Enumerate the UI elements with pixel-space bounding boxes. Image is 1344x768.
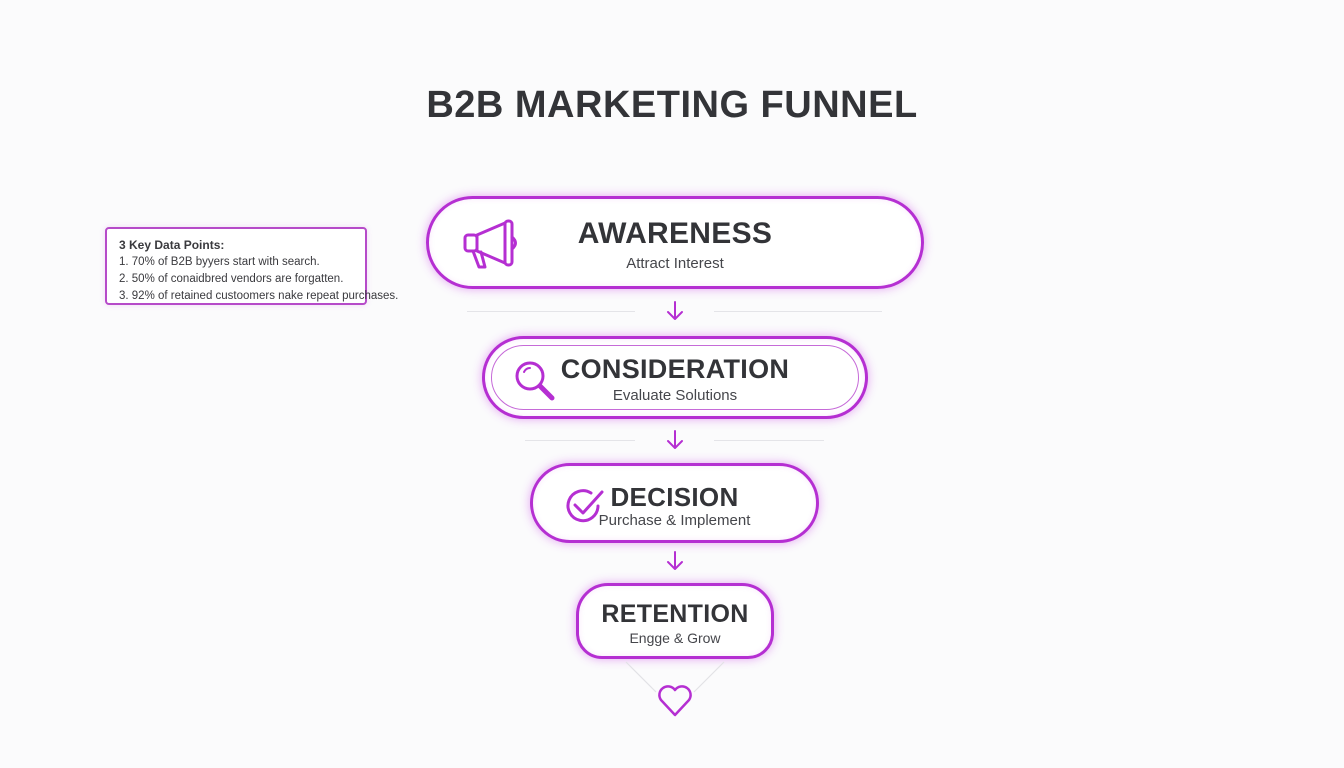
- down-arrow-icon: [665, 300, 685, 327]
- stage-retention: RETENTION Engge & Grow: [576, 583, 774, 659]
- stage-name: DECISION: [610, 482, 739, 512]
- stage-name: AWARENESS: [577, 217, 773, 250]
- key-data-point: 1. 70% of B2B byyers start with search.: [119, 256, 320, 268]
- stage-consideration: CONSIDERATION Evaluate Solutions: [482, 336, 868, 419]
- divider-line: [525, 440, 635, 441]
- page-title: B2B MARKETING FUNNEL: [426, 84, 918, 126]
- check-circle-icon: [565, 486, 605, 531]
- stage-subtitle: Engge & Grow: [629, 630, 721, 646]
- stage-subtitle: Purchase & Implement: [598, 512, 751, 529]
- stage-name: RETENTION: [601, 600, 749, 628]
- stage-name: CONSIDERATION: [560, 354, 790, 384]
- key-data-points-heading: 3 Key Data Points:: [119, 238, 225, 252]
- stage-awareness: AWARENESS Attract Interest: [426, 196, 924, 289]
- stage-decision: DECISION Purchase & Implement: [530, 463, 819, 543]
- magnifier-icon: [513, 359, 557, 408]
- down-arrow-icon: [665, 550, 685, 577]
- heart-icon: [657, 684, 693, 723]
- key-data-point: 3. 92% of retained custoomers nake repea…: [119, 290, 399, 302]
- divider-line: [714, 311, 882, 312]
- key-data-points-box: 3 Key Data Points: 1. 70% of B2B byyers …: [105, 227, 399, 305]
- funnel-tip: [620, 660, 730, 701]
- stage-subtitle: Attract Interest: [626, 255, 724, 272]
- stage-inner-border: [491, 345, 859, 410]
- stage-subtitle: Evaluate Solutions: [612, 387, 738, 404]
- key-data-point: 2. 50% of conaidbred vendors are forgatt…: [119, 273, 344, 285]
- down-arrow-icon: [665, 429, 685, 456]
- divider-line: [714, 440, 824, 441]
- divider-line: [467, 311, 635, 312]
- megaphone-icon: [463, 219, 523, 276]
